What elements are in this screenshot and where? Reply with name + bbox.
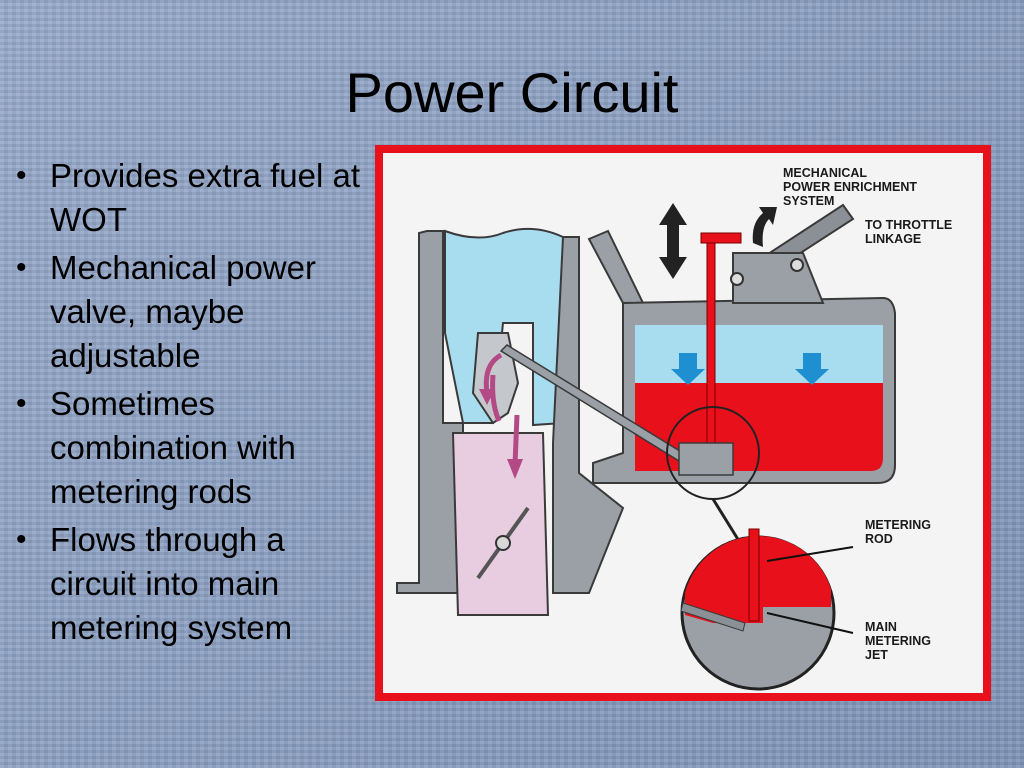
bullet-item: • Mechanical power valve, maybe adjustabl… (14, 246, 370, 378)
detail-passage (680, 602, 746, 632)
bullet-text: Mechanical power valve, maybe adjustable (50, 249, 316, 374)
detail-metering-rod (748, 528, 760, 622)
fuel-level-arrow (671, 353, 705, 385)
fuel-flow-arrow (490, 374, 502, 423)
label-leader (766, 612, 854, 634)
carburetor-svg: MECHANICAL POWER ENRICHMENT SYSTEM TO TH… (396, 166, 952, 691)
rod-hanger (700, 232, 742, 244)
bullet-dot: • (16, 523, 27, 556)
venturi-booster (471, 332, 520, 425)
linkage-pivot (790, 258, 804, 272)
label-main: MAIN (865, 620, 897, 634)
bullet-text: Sometimes combination with metering rods (50, 385, 296, 510)
venturi-throat (451, 432, 550, 616)
curved-up-arrow (752, 207, 777, 247)
fuel-flow-arrow (512, 414, 520, 466)
bullet-item: • Provides extra fuel at WOT (14, 154, 370, 242)
label-leader (766, 546, 854, 562)
label-power-enrichment: POWER ENRICHMENT (783, 180, 917, 194)
metering-rod (706, 236, 716, 458)
throat-wall-right (552, 236, 625, 594)
fuel-flow-arrow (483, 352, 503, 394)
label-system: SYSTEM (783, 194, 834, 208)
fuel-flow-arrow (507, 459, 523, 479)
bullet-list: • Provides extra fuel at WOT • Mechanical … (14, 154, 370, 654)
air-horn (587, 229, 645, 304)
detail-connector (711, 498, 741, 542)
label-metering: METERING (865, 518, 931, 532)
bullet-text: Provides extra fuel at WOT (50, 157, 360, 238)
throttle-shaft (495, 535, 511, 551)
slide-title: Power Circuit (345, 61, 679, 124)
carburetor-body-left (396, 230, 464, 594)
bullet-item: • Flows through a circuit into main meter… (14, 518, 370, 650)
fuel-level-arrow (795, 353, 829, 385)
jet-housing (678, 442, 734, 476)
bullet-dot: • (16, 159, 27, 192)
bullet-item: • Sometimes combination with metering rod… (14, 382, 370, 514)
carburetor-diagram: MECHANICAL POWER ENRICHMENT SYSTEM TO TH… (375, 145, 991, 701)
label-linkage: LINKAGE (865, 232, 921, 246)
bullet-text: Flows through a circuit into main meteri… (50, 521, 293, 646)
linkage-pivot (730, 272, 744, 286)
label-rod: ROD (865, 532, 893, 546)
label-metering-jet: METERING (865, 634, 931, 648)
linkage-bracket (732, 252, 825, 304)
label-jet: JET (865, 648, 888, 662)
up-down-arrow (659, 203, 687, 279)
label-to-throttle: TO THROTTLE (865, 218, 952, 232)
bowl-air-space (635, 325, 883, 383)
bullet-dot: • (16, 251, 27, 284)
label-mechanical: MECHANICAL (783, 166, 867, 180)
bullet-dot: • (16, 387, 27, 420)
